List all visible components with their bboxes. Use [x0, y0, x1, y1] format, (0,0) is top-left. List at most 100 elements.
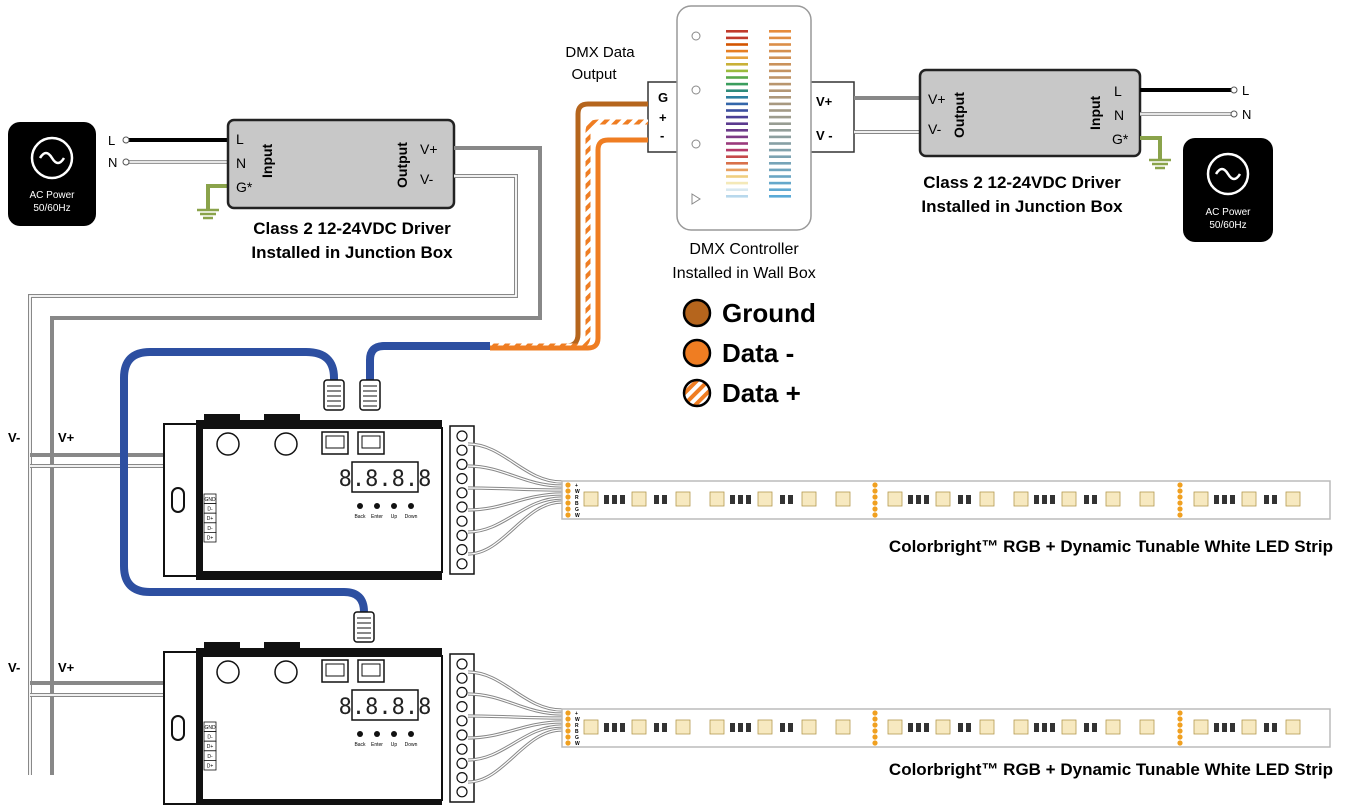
- rgb-slider-bar: [726, 82, 748, 86]
- strip-led-chip: [1061, 719, 1077, 735]
- bus-row1-vminus: V-: [8, 430, 20, 445]
- strip-solder-pad: [565, 716, 571, 722]
- strip-pin-label: W: [575, 741, 580, 747]
- cct-slider-bar: [769, 82, 791, 86]
- strip-cut-pad: [872, 710, 878, 716]
- rj45-plug: [323, 379, 345, 411]
- strip-solder-pad: [565, 728, 571, 734]
- strip-led-chip: [1139, 719, 1155, 735]
- strip-cut-pad: [1177, 512, 1183, 518]
- strip-cut-pad: [1177, 488, 1183, 494]
- strip-led-chip: [1241, 491, 1257, 507]
- strip-led-chip: [757, 719, 773, 735]
- rgb-slider-bar: [726, 76, 748, 79]
- strip-solder-pad: [565, 482, 571, 488]
- legend-data-minus-label: Data -: [722, 338, 794, 368]
- strip-led-chip: [757, 491, 773, 507]
- strip-resistor-group: [1214, 495, 1235, 504]
- cct-slider-bar: [769, 63, 791, 66]
- decoder-side-label: D-: [207, 754, 213, 760]
- strip-resistor-group: [908, 495, 929, 504]
- strip-led-chip: [979, 491, 995, 507]
- strip-led-chip: [1139, 491, 1155, 507]
- cct-slider-bar: [769, 69, 791, 73]
- driver-left-vplus: V+: [420, 141, 438, 157]
- decoder-button[interactable]: [408, 503, 414, 509]
- decoder-knob: [274, 432, 298, 456]
- strip-led-chip: [1241, 719, 1257, 735]
- driver-right: V+ V- Output Input L N G* Class 2 12-24V…: [918, 68, 1142, 216]
- decoder-button[interactable]: [391, 503, 397, 509]
- decoder-button[interactable]: [374, 731, 380, 737]
- dmx-caption-1: DMX Controller: [689, 241, 799, 258]
- decoder-button[interactable]: [357, 503, 363, 509]
- decoder-button[interactable]: [408, 731, 414, 737]
- ac-power-label: AC Power: [29, 190, 75, 201]
- legend-data-plus-label: Data +: [722, 378, 801, 408]
- rgb-slider-bar: [726, 96, 748, 99]
- driver-left-terminal-g: G*: [236, 179, 253, 195]
- strip-solder-pad: [565, 740, 571, 746]
- strip-led-chip: [1285, 719, 1301, 735]
- strip-led-chip: [631, 719, 647, 735]
- mains-wires-left: L N: [108, 133, 230, 220]
- strip-pin-label: R: [575, 495, 579, 501]
- strip-led-chip: [1285, 491, 1301, 507]
- cct-slider-bar: [769, 43, 791, 46]
- dmx-terminal-vminus: V -: [816, 128, 833, 143]
- decoder-knob: [216, 432, 240, 456]
- rgb-slider-bar: [726, 43, 748, 46]
- rgb-slider-bar: [726, 162, 748, 165]
- decoder-button[interactable]: [357, 731, 363, 737]
- decoder-button-label: Up: [391, 514, 398, 520]
- strip-cut-pad: [1177, 500, 1183, 506]
- decoder-button[interactable]: [391, 731, 397, 737]
- decoder-button-label: Enter: [371, 514, 383, 520]
- decoder-button-label: Down: [405, 514, 418, 520]
- driver-right-input-label: Input: [1087, 95, 1103, 130]
- strip-led-chip: [935, 491, 951, 507]
- decoder-display: [351, 689, 419, 721]
- rgb-slider-bar: [726, 175, 748, 178]
- decoder-button-label: Down: [405, 742, 418, 748]
- strip-resistor-group: [908, 723, 929, 732]
- decoder-button-label: Back: [354, 742, 366, 748]
- strip-led-chip: [801, 719, 817, 735]
- rgb-slider-bar: [726, 135, 748, 139]
- rgb-slider-bar: [726, 115, 748, 119]
- strip-led-chip: [583, 719, 599, 735]
- decoder-button[interactable]: [374, 503, 380, 509]
- strip-cut-pad: [1177, 722, 1183, 728]
- ac-sine-icon: [30, 136, 74, 180]
- strip-led-chip: [1105, 719, 1121, 735]
- driver-right-terminal-n: N: [1114, 107, 1124, 123]
- strip-led-chip: [1193, 719, 1209, 735]
- rgb-slider-bar: [726, 89, 748, 92]
- strip-led-chip: [935, 719, 951, 735]
- driver-left-caption-2: Installed in Junction Box: [251, 243, 453, 262]
- rgb-slider-bar: [726, 102, 748, 106]
- legend-ground-label: Ground: [722, 298, 816, 328]
- driver-right-terminal-g: G*: [1112, 131, 1129, 147]
- dmx-power-wires: [854, 96, 920, 134]
- brightness-icon: [691, 85, 701, 95]
- dmx-power-terminal: [809, 81, 855, 153]
- rgb-slider-bar: [726, 69, 748, 73]
- strip-resistor-group: [730, 495, 751, 504]
- cct-color-slider: [769, 30, 791, 198]
- dmx-terminal-plus: +: [659, 110, 667, 125]
- strip-solder-pad: [565, 500, 571, 506]
- strip-resistor-group: [604, 495, 625, 504]
- strip-pin-label: G: [575, 735, 579, 741]
- decoder-side-label: GND: [204, 725, 216, 731]
- rgb-slider-bar: [726, 155, 748, 158]
- strip-cut-pad: [872, 716, 878, 722]
- mains-right-l-label: L: [1242, 83, 1249, 98]
- decoder-display: [351, 461, 419, 493]
- strip-led-chip: [1105, 491, 1121, 507]
- strip-pin-label: W: [575, 489, 580, 495]
- rgb-slider-bar: [726, 63, 748, 66]
